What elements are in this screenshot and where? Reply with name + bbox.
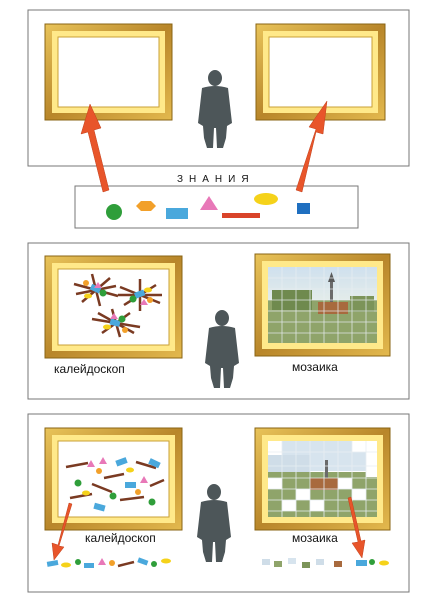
scattered-pieces [65,457,165,512]
arrow-icon [51,496,366,561]
arrow-icon [80,100,328,193]
mosaic-label-3: мозаика [292,531,338,545]
kaleidoscope-clusters [73,273,162,338]
frame-top-left [44,23,173,121]
fallen-pieces-left [46,557,171,568]
mosaic-label-2: мозаика [292,360,338,374]
fallen-pieces-right [262,558,389,568]
knowledge-shapes [106,193,310,220]
frame-kaleidoscope-3 [44,427,183,531]
frame-top-right [255,23,386,121]
kaleidoscope-label-3: калейдоскоп [85,531,156,545]
knowledge-heading: ЗНАНИЯ [177,174,255,185]
mosaic-painting-3 [268,441,377,517]
mosaic-painting-2 [268,267,377,343]
kaleidoscope-label-2: калейдоскоп [54,362,125,376]
knowledge-box [74,185,359,229]
frame-kaleidoscope-2 [44,255,183,359]
